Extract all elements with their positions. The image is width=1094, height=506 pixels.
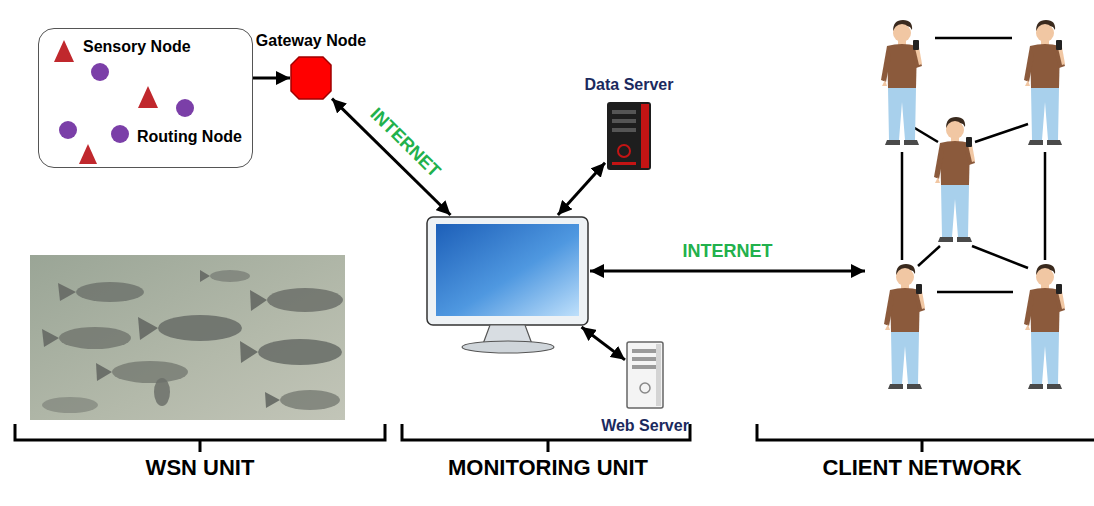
fish-photo-part-part <box>158 315 242 341</box>
data-server-icon-part <box>618 145 630 157</box>
person-figure-part <box>1024 264 1065 389</box>
node-label: Sensory Node <box>83 37 191 56</box>
client-links <box>902 38 1045 292</box>
data-server-icon <box>607 102 651 170</box>
monitoring-unit: MONITORING UNIT <box>425 215 590 327</box>
fish-photo-part-part <box>280 390 340 410</box>
bracket-part <box>15 424 385 452</box>
client-links-part <box>935 37 1012 40</box>
edge-label: INTERNET <box>683 241 773 263</box>
person-figure-part <box>1024 20 1065 145</box>
web-server-icon-part <box>656 344 661 406</box>
fish-photo-part-part <box>250 290 267 311</box>
web-server-icon-part <box>632 365 658 369</box>
person-figure-part <box>884 264 925 389</box>
fish-photo-part-part <box>96 363 112 381</box>
fish-photo-part-part <box>258 339 342 365</box>
fish-photo-part-part <box>267 288 343 312</box>
client-links-part <box>901 152 904 260</box>
wsn-symbols-part <box>176 99 194 117</box>
fish-photo-part-part <box>240 341 258 363</box>
wsn-symbols-part <box>111 125 129 143</box>
fish-photo-part-part <box>210 270 250 282</box>
data-server-icon-part <box>612 162 636 165</box>
node-label: Gateway Node <box>256 31 366 50</box>
client-links-part <box>972 246 1028 268</box>
web-server-icon-part <box>627 342 663 408</box>
monitor-icon-part <box>427 217 588 325</box>
bracket-part <box>757 424 1094 452</box>
fish-photo-part-part <box>42 397 98 413</box>
wsn-box: Sensory NodeRouting Node <box>38 28 253 168</box>
client-links-part <box>1044 152 1047 260</box>
data-server-icon-part <box>607 102 651 170</box>
fish-photo-part-part <box>112 361 188 383</box>
node-label: CLIENT NETWORK <box>822 455 1021 481</box>
wsn-symbols-part <box>59 121 77 139</box>
fish-photo-part-part <box>138 317 158 340</box>
data-server: Data Server <box>605 100 653 172</box>
data-server-icon-part <box>612 119 636 123</box>
client-links-part <box>918 246 940 266</box>
web-server-icon-part <box>632 357 658 361</box>
connector-arrow <box>558 163 605 215</box>
person-figure-part <box>881 20 922 145</box>
gateway-octagon <box>291 57 331 99</box>
fish-photo-part-part <box>76 282 144 302</box>
fish-photo-part <box>42 270 343 413</box>
connector-arrow <box>253 77 290 80</box>
web-server-icon <box>627 342 663 408</box>
node-label: Data Server <box>585 75 674 94</box>
person-figure-part <box>934 117 975 242</box>
wsn-symbols-part <box>54 40 74 62</box>
node-label: Routing Node <box>137 127 242 146</box>
monitor-icon <box>427 217 588 353</box>
monitor-icon-part <box>462 341 554 353</box>
fish-photo-part <box>30 255 345 420</box>
client-network: CLIENT NETWORK <box>865 15 1080 400</box>
wsn-symbols-part <box>91 63 109 81</box>
web-server-icon-part <box>640 383 650 393</box>
gateway-node: Gateway Node <box>290 56 332 100</box>
fish-photo-part-part <box>200 270 210 282</box>
fish-photo-part-part <box>58 283 76 301</box>
fish-photo <box>30 255 345 420</box>
connector-arrow <box>590 270 865 273</box>
wsn-symbols-part <box>138 86 158 108</box>
data-server-icon-part <box>612 110 636 114</box>
wsn-symbols-part <box>79 144 97 164</box>
connector-arrow <box>582 327 625 360</box>
edge-label: INTERNET <box>365 104 444 182</box>
bracket <box>15 424 1094 452</box>
client-links-part <box>975 124 1028 142</box>
web-server: Web Server <box>625 340 665 410</box>
gateway-octagon <box>290 56 332 100</box>
fish-photo-part-part <box>154 378 170 406</box>
data-server-icon-part <box>641 104 649 168</box>
client-links-part <box>937 291 1013 294</box>
unit-label: WSN UNIT <box>146 455 255 481</box>
person-figure <box>881 20 1065 389</box>
fish-photo-part-part <box>265 392 280 408</box>
fish-photo-part-part <box>42 329 59 347</box>
node-label: Web Server <box>601 416 689 435</box>
wsn-symbols <box>54 40 194 164</box>
fish-photo-part-part <box>59 327 131 349</box>
web-server-icon-part <box>632 349 658 353</box>
monitor-icon-part <box>436 224 579 316</box>
data-server-icon-part <box>612 128 636 132</box>
node-label: MONITORING UNIT <box>448 455 648 481</box>
connector-arrow <box>332 99 450 215</box>
